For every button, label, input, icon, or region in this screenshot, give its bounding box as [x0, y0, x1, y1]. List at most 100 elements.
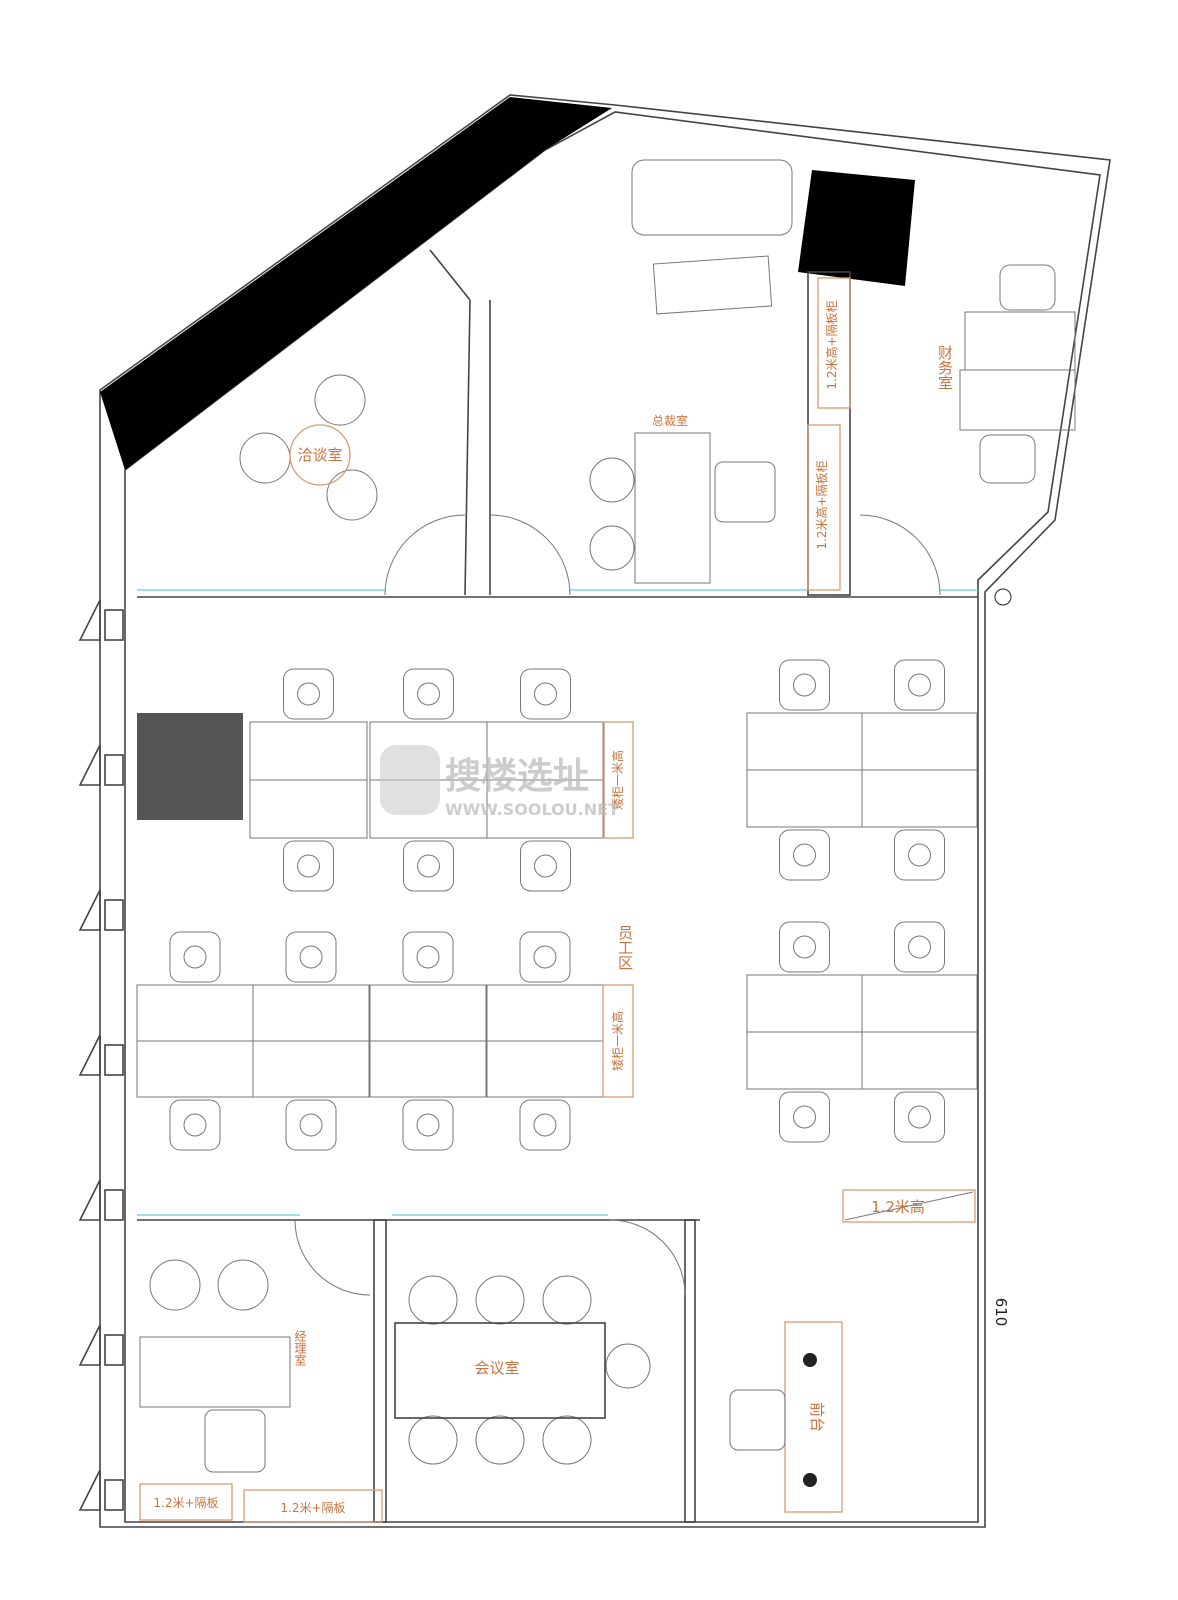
facade-fin — [78, 744, 101, 786]
door-swing — [294, 1219, 686, 1296]
chair — [403, 840, 454, 892]
chair — [894, 659, 945, 711]
room-label-finance: 财务室 — [936, 345, 954, 390]
meeting-room: 会议室 — [394, 1275, 651, 1465]
partition-label-left: 1.2米+隔板 — [153, 1496, 218, 1510]
chair — [779, 659, 830, 711]
chair — [894, 921, 945, 973]
chair — [169, 1099, 221, 1151]
meeting-chair — [605, 1343, 651, 1389]
facade-fins — [78, 599, 124, 1511]
person — [793, 673, 816, 697]
low-cabinet-label-2: 矮柜一米高 — [610, 1011, 625, 1071]
wall — [429, 249, 471, 301]
desk — [486, 1040, 604, 1098]
chair — [894, 829, 945, 881]
desk — [746, 1031, 863, 1090]
height-label: 1.2米高 — [871, 1198, 925, 1216]
room-label-negotiation: 洽谈室 — [297, 446, 342, 464]
window-band — [100, 97, 612, 470]
desk — [252, 984, 370, 1042]
negotiation-room: 洽谈室 — [239, 374, 378, 521]
wall — [373, 1219, 387, 1523]
column-block-gray — [137, 713, 243, 820]
chair — [169, 931, 221, 983]
cabinet-label-lower: 1.2米高+隔板柜 — [814, 460, 829, 549]
watermark-text: 搜楼选址 — [445, 756, 589, 797]
chair — [519, 931, 571, 983]
chair — [283, 668, 334, 720]
person — [297, 682, 320, 706]
chair — [402, 931, 454, 983]
chair — [779, 921, 830, 973]
person — [534, 854, 557, 878]
facade-column — [104, 609, 124, 641]
desk — [486, 984, 604, 1042]
person — [793, 935, 816, 959]
facade-fin — [78, 1179, 101, 1221]
facade-column — [104, 1044, 124, 1076]
facade-column — [104, 1189, 124, 1221]
person — [908, 673, 931, 697]
chair — [283, 840, 334, 892]
meeting-chair — [475, 1415, 525, 1465]
desk — [746, 769, 863, 828]
facade-fin — [78, 1324, 101, 1366]
person — [908, 1105, 931, 1129]
person — [416, 945, 440, 969]
desk — [136, 984, 254, 1042]
meeting-chair — [475, 1275, 525, 1325]
person — [183, 945, 207, 969]
person — [533, 945, 557, 969]
room-label-reception: 前台 — [808, 1402, 826, 1432]
meeting-chair — [542, 1415, 592, 1465]
desk — [249, 779, 368, 839]
desk — [136, 1040, 254, 1098]
desk — [861, 712, 978, 771]
desk — [249, 721, 368, 781]
person — [417, 682, 440, 706]
cabinet-label-upper: 1.2米高+隔板柜 — [824, 300, 839, 389]
president-office: 总裁室 — [589, 159, 793, 584]
room-label-manager: 经理室 — [293, 1330, 307, 1366]
low-cabinet-label-1: 矮柜一米高 — [610, 750, 625, 810]
desk — [252, 1040, 370, 1098]
person — [908, 843, 931, 867]
desk — [861, 769, 978, 828]
column-block — [798, 170, 915, 286]
meeting-chair — [408, 1415, 458, 1465]
facade-column — [104, 1334, 124, 1366]
manager-office: 经理室 — [139, 1259, 307, 1473]
meeting-chair — [542, 1275, 592, 1325]
room-label-staff-area: 员工区 — [616, 925, 634, 970]
person — [533, 1113, 557, 1137]
person — [183, 1113, 207, 1137]
room-label-president: 总裁室 — [652, 413, 688, 428]
person — [908, 935, 931, 959]
person — [793, 1105, 816, 1129]
chair — [519, 1099, 571, 1151]
facade-column — [104, 899, 124, 931]
dimension-label: 610 — [992, 1298, 1010, 1327]
chair — [402, 1099, 454, 1151]
chair — [403, 668, 454, 720]
person — [416, 1113, 440, 1137]
wall — [684, 1219, 696, 1523]
person — [534, 682, 557, 706]
person — [793, 843, 816, 867]
desk — [861, 1031, 978, 1090]
facade-fin — [78, 1034, 101, 1076]
partition-label-right: 1.2米+隔板 — [280, 1501, 345, 1515]
wall — [464, 299, 471, 596]
chair — [520, 840, 571, 892]
reception-desk: 前台 — [729, 1321, 843, 1513]
chair — [285, 1099, 337, 1151]
person — [297, 854, 320, 878]
facade-column — [104, 1479, 124, 1511]
person — [299, 1113, 323, 1137]
workstations — [136, 659, 978, 1151]
room-label-meeting: 会议室 — [474, 1359, 519, 1377]
finance-room: 财务室 — [936, 264, 1076, 484]
facade-fin — [78, 1469, 101, 1511]
